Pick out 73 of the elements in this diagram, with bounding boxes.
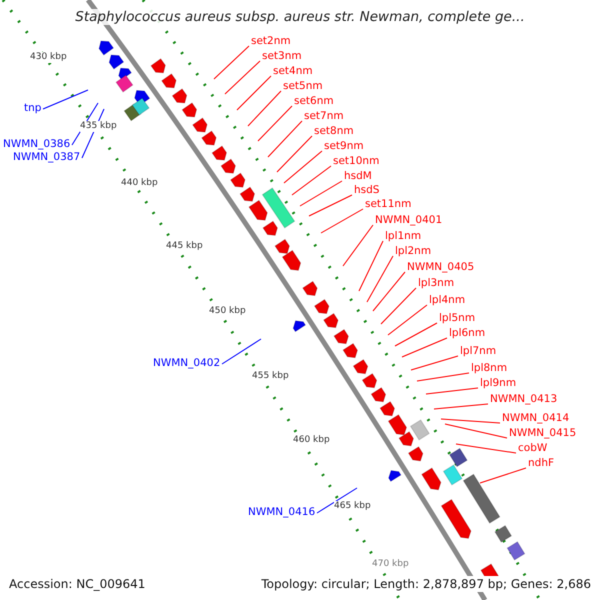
gene-label: NWMN_0386 xyxy=(3,138,70,151)
leader-line xyxy=(410,356,458,370)
tick-label: 440 kbp xyxy=(121,178,158,189)
gene-label: lpl6nm xyxy=(449,327,486,340)
gene-label: lpl7nm xyxy=(460,345,496,358)
gene-label: lpl4nm xyxy=(429,294,466,307)
leader-line xyxy=(456,444,516,454)
gene-label: set3nm xyxy=(262,50,302,63)
leader-line xyxy=(388,304,428,336)
leader-line xyxy=(316,488,358,514)
gene-label: set11nm xyxy=(365,198,412,211)
gene-label: set4nm xyxy=(273,65,313,78)
leader-line xyxy=(342,224,374,266)
gene-label: NWMN_0402 xyxy=(153,357,220,370)
leader-line xyxy=(380,288,416,324)
gene-label: set5nm xyxy=(283,80,323,93)
gene-label: lpl8nm xyxy=(471,362,508,375)
gene-label: NWMN_0414 xyxy=(502,412,570,425)
gene-label: set7nm xyxy=(304,110,344,123)
leader-line xyxy=(284,150,322,184)
leader-line xyxy=(258,106,292,142)
leader-line xyxy=(416,372,470,382)
leader-line xyxy=(372,272,406,312)
gene-label: lpl9nm xyxy=(480,377,516,390)
gene-label: lpl1nm xyxy=(385,230,422,243)
leader-line xyxy=(42,90,88,110)
leader-line xyxy=(394,322,438,346)
gene-label: NWMN_0413 xyxy=(490,393,558,406)
tick-label: 450 kbp xyxy=(209,306,246,317)
leader-line xyxy=(426,388,478,394)
leader-line xyxy=(434,404,488,410)
tick-label: 430 kbp xyxy=(30,52,67,63)
gene-label: NWMN_0415 xyxy=(509,427,576,440)
leader-line xyxy=(292,166,332,196)
leader-line xyxy=(320,208,364,234)
gene-label: set9nm xyxy=(324,140,364,153)
gene-label: set8nm xyxy=(314,125,354,138)
leader-line xyxy=(214,46,250,80)
gene-label: hsdS xyxy=(354,184,380,197)
leader-line xyxy=(236,76,272,110)
tick-label: 435 kbp xyxy=(80,121,117,132)
tick-label: 455 kbp xyxy=(252,371,289,382)
gene-label: set6nm xyxy=(294,95,334,108)
leader-line xyxy=(366,256,394,302)
leader-line xyxy=(308,194,352,216)
gene-label: tnp xyxy=(24,102,42,115)
leader-line xyxy=(358,240,384,292)
gene-label: NWMN_0405 xyxy=(407,261,474,274)
leader-line xyxy=(480,468,526,484)
gene-label: lpl3nm xyxy=(418,277,454,290)
leader-line xyxy=(276,136,312,172)
leader-line xyxy=(300,180,342,206)
gene-label: NWMN_0387 xyxy=(13,151,80,164)
gene-label: lpl5nm xyxy=(439,312,476,325)
tick-label: 465 kbp xyxy=(334,501,371,512)
gene-label: NWMN_0401 xyxy=(375,214,442,227)
gene-label: cobW xyxy=(518,442,548,455)
gene-label: set10nm xyxy=(333,155,380,168)
tick-label: 460 kbp xyxy=(293,435,330,446)
leader-line xyxy=(268,120,302,158)
gene-label: ndhF xyxy=(528,457,554,470)
tick-label: 470 kbp xyxy=(372,559,409,570)
gene-label: set2nm xyxy=(251,35,291,48)
leader-line xyxy=(248,90,282,126)
leader-line xyxy=(402,338,448,358)
leader-line xyxy=(444,424,508,438)
leader-line xyxy=(222,338,262,364)
leader-line xyxy=(224,60,260,94)
leader-line xyxy=(440,418,500,424)
tick-label: 445 kbp xyxy=(166,241,203,252)
gene-label: NWMN_0416 xyxy=(248,506,316,519)
gene-label: lpl2nm xyxy=(395,245,432,258)
gene-label: hsdM xyxy=(344,170,372,183)
